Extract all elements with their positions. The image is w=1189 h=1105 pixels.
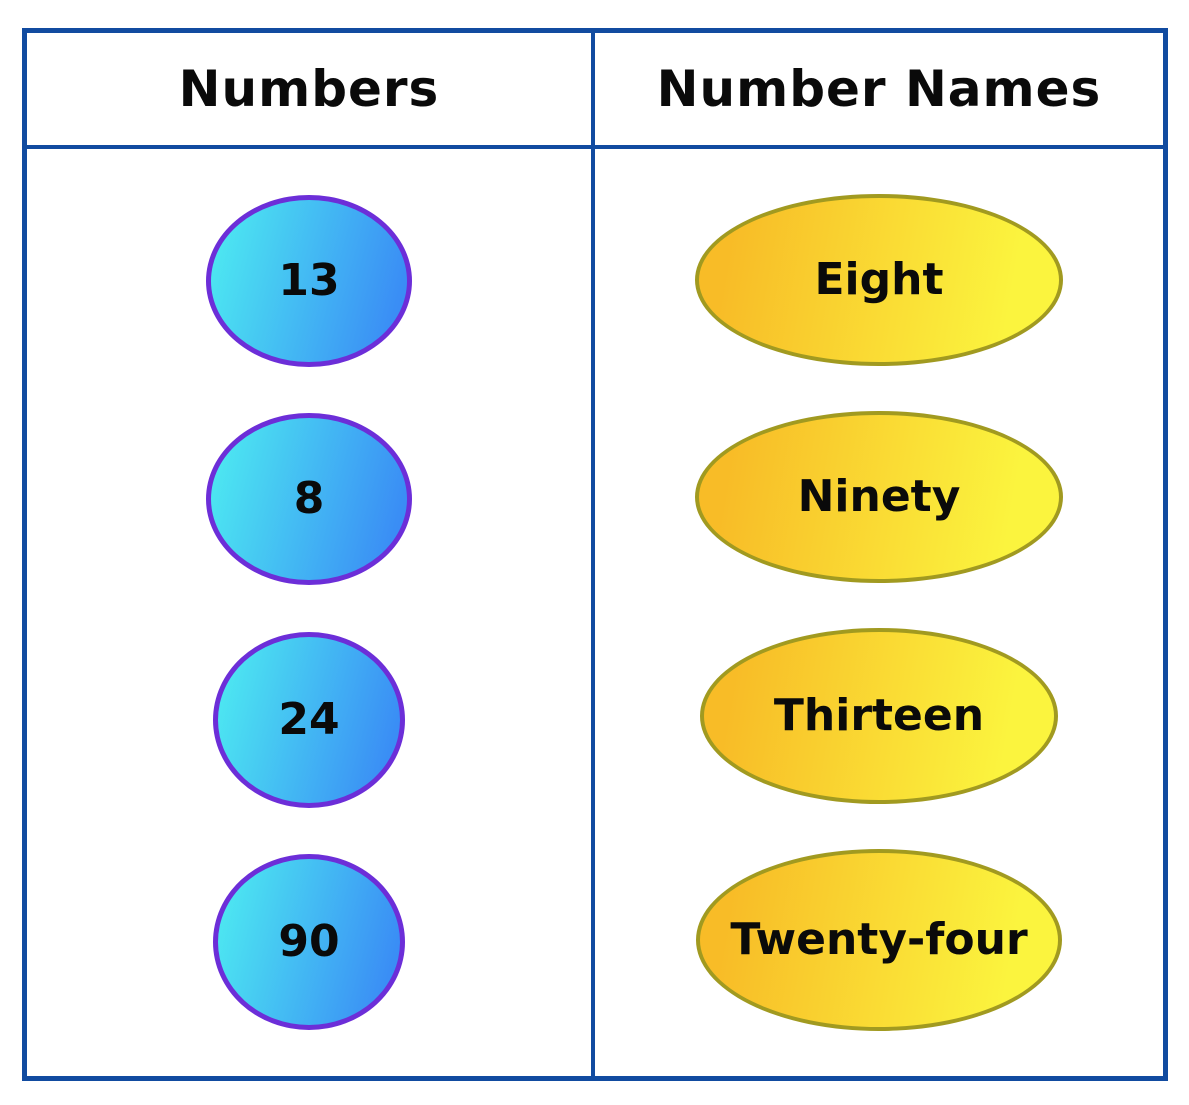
number-names-column-header: Number Names (595, 33, 1163, 149)
name-ellipse-twenty-four[interactable]: Twenty-four (696, 849, 1062, 1031)
numbers-column: 13 8 24 90 (27, 149, 595, 1076)
numbers-column-header: Numbers (27, 33, 595, 149)
matching-table: Numbers Number Names 13 8 24 90 Eight Ni… (22, 28, 1168, 1081)
number-ellipse-13[interactable]: 13 (206, 195, 412, 368)
name-ellipse-ninety[interactable]: Ninety (695, 411, 1063, 583)
number-names-column: Eight Ninety Thirteen Twenty-four (595, 149, 1163, 1076)
name-ellipse-eight[interactable]: Eight (695, 194, 1063, 366)
number-ellipse-8[interactable]: 8 (206, 413, 412, 586)
number-ellipse-24[interactable]: 24 (213, 631, 405, 808)
name-ellipse-thirteen[interactable]: Thirteen (700, 628, 1058, 804)
number-ellipse-90[interactable]: 90 (213, 853, 405, 1030)
